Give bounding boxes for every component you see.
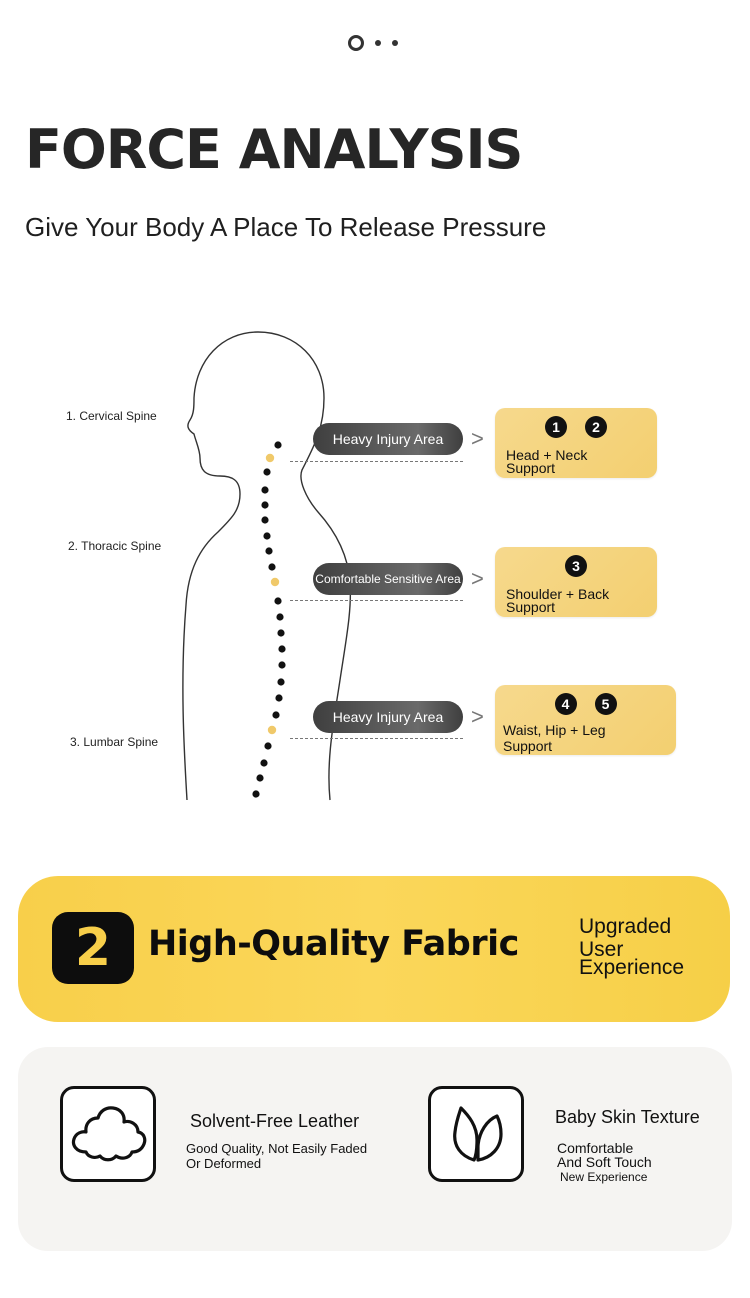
section-banner xyxy=(18,876,730,1022)
section-number-badge: 2 xyxy=(52,912,134,984)
leaf-icon xyxy=(453,1106,503,1162)
number-badge-4: 4 xyxy=(554,693,577,715)
cloud-icon xyxy=(71,1106,147,1162)
card-label: Shoulder + Back xyxy=(506,586,610,602)
number-badge-1: 1 xyxy=(545,416,567,438)
card-label: Waist, Hip + Leg xyxy=(503,722,606,738)
spine-dots xyxy=(252,441,286,798)
number-badge-2: 2 xyxy=(585,416,607,438)
arrow-right-icon: > xyxy=(471,426,484,451)
banner-side-text: User xyxy=(579,938,624,961)
label-thoracic-spine: 2. Thoracic Spine xyxy=(68,539,162,553)
pager-dot[interactable] xyxy=(392,40,398,46)
arrow-right-icon: > xyxy=(471,704,484,729)
label-lumbar-spine: 3. Lumbar Spine xyxy=(70,735,159,749)
page-subtitle: Give Your Body A Place To Release Pressu… xyxy=(25,212,547,242)
arrow-right-icon: > xyxy=(471,566,484,591)
card-label: Support xyxy=(506,460,556,476)
feature-desc: Comfortable xyxy=(557,1140,634,1156)
feature-desc: Or Deformed xyxy=(186,1156,262,1171)
tag-heavy-injury-area-2: Heavy Injury Area xyxy=(313,701,463,733)
dashed-connector xyxy=(290,738,463,739)
dashed-connector xyxy=(290,600,463,601)
feature-title: Solvent-Free Leather xyxy=(190,1111,360,1131)
tag-heavy-injury-area-1: Heavy Injury Area xyxy=(313,423,463,455)
number-badge-3: 3 xyxy=(565,555,587,577)
feature-title: Baby Skin Texture xyxy=(555,1107,700,1127)
feature-desc: Good Quality, Not Easily Faded xyxy=(186,1141,368,1156)
carousel-pager[interactable] xyxy=(348,35,408,51)
feature-icon-frame xyxy=(428,1086,524,1182)
feature-desc: And Soft Touch xyxy=(557,1154,652,1170)
tag-comfortable-sensitive-area: Comfortable Sensitive Area xyxy=(313,563,463,595)
section-title: High-Quality Fabric xyxy=(148,924,519,964)
banner-side-text: Experience xyxy=(579,956,685,979)
pager-dot-active[interactable] xyxy=(348,35,364,51)
dashed-connector xyxy=(290,461,463,462)
card-waist-hip-leg-support: 4 5 Waist, Hip + Leg Support xyxy=(495,685,676,755)
card-head-neck-support: 1 2 Head + Neck Support xyxy=(495,408,657,478)
card-label: Support xyxy=(503,738,553,754)
card-label: Support xyxy=(506,599,556,615)
label-cervical-spine: 1. Cervical Spine xyxy=(66,409,157,423)
card-shoulder-back-support: 3 Shoulder + Back Support xyxy=(495,547,657,617)
pager-dot[interactable] xyxy=(375,40,381,46)
page-title: FORCE ANALYSIS xyxy=(25,118,523,181)
card-label: Head + Neck xyxy=(506,447,588,463)
feature-icon-frame xyxy=(60,1086,156,1182)
banner-side-text: Upgraded xyxy=(579,915,672,938)
feature-desc: New Experience xyxy=(560,1170,648,1184)
number-badge-5: 5 xyxy=(594,693,617,715)
